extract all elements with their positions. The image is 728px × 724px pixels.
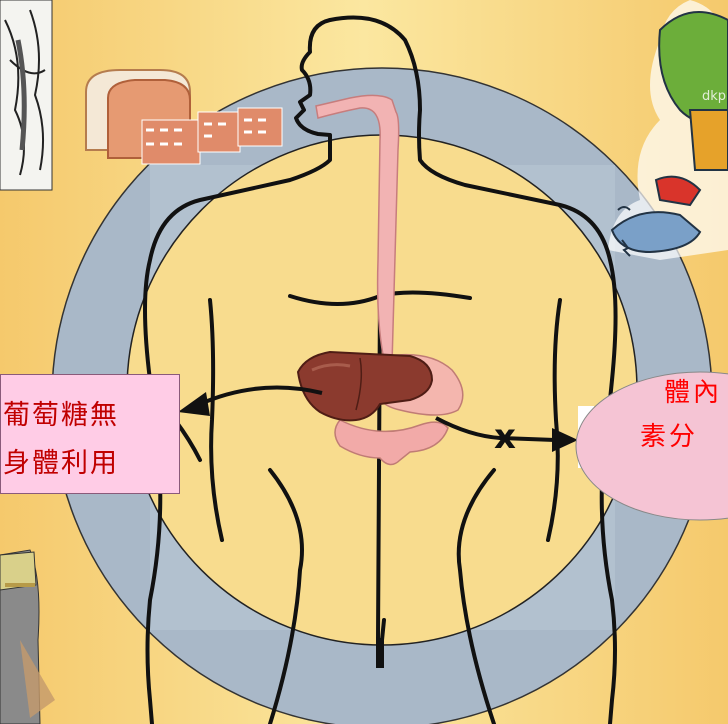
sketch-illustration [0, 0, 52, 190]
body-midline-mark [376, 640, 384, 668]
cartoon-person-illustration: dkp [608, 0, 728, 260]
right-oval-line-1: 體內 [664, 372, 722, 409]
left-text-box: 葡萄糖無 身體利用 [0, 374, 180, 494]
bottom-left-figure-illustration [0, 550, 55, 724]
watermark-text: dkp [702, 89, 726, 104]
left-box-line-1: 葡萄糖無 [0, 393, 151, 432]
left-box-line-2: 身體利用 [0, 441, 151, 480]
blocked-x-mark: x [494, 420, 516, 454]
right-oval-line-2: 素分 [640, 416, 698, 453]
